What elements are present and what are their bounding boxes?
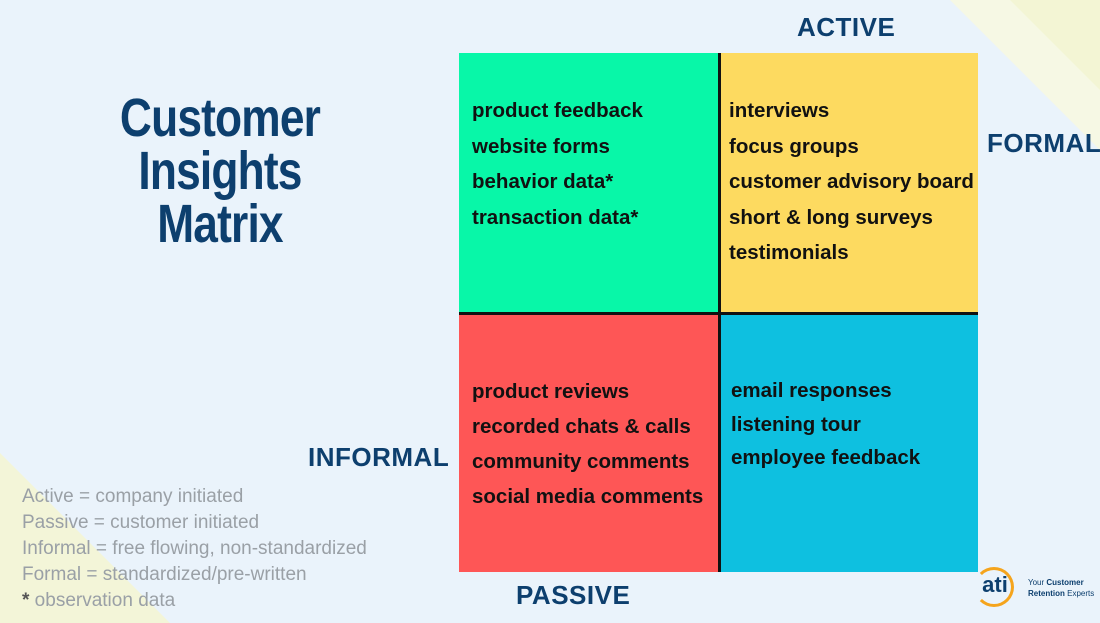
quadrant-item-list: product reviews recorded chats & calls c… (472, 374, 703, 514)
tagline-bold-2: Retention (1028, 589, 1065, 598)
asterisk-symbol: * (22, 590, 30, 611)
quadrant-item-list: interviews focus groups customer advisor… (729, 93, 974, 271)
legend-active: Active = company initiated (22, 486, 244, 507)
list-item: transaction data* (472, 205, 639, 229)
list-item: website forms (472, 134, 610, 158)
list-item: product reviews (472, 380, 630, 403)
list-item: email responses (731, 379, 892, 402)
axis-label-passive: PASSIVE (516, 580, 631, 610)
horizontal-divider (459, 312, 978, 315)
list-item: interviews (729, 99, 830, 122)
company-logo: ati Your Customer Retention Experts (972, 566, 1094, 610)
legend-formal: Formal = standardized/pre-written (22, 564, 307, 585)
page-title: Customer Insights Matrix (97, 88, 343, 254)
list-item: focus groups (729, 134, 859, 158)
legend-informal: Informal = free flowing, non-standardize… (22, 538, 367, 559)
quadrant-active-informal: product feedback website forms behavior … (459, 53, 719, 313)
list-item: product feedback (472, 99, 643, 122)
list-item: social media comments (472, 485, 704, 508)
tagline-suffix: Experts (1064, 589, 1095, 598)
tagline-prefix: Your (1028, 578, 1047, 587)
list-item: employee feedback (731, 446, 921, 469)
legend-observation-text: observation data (29, 590, 176, 611)
quadrant-active-formal: interviews focus groups customer advisor… (719, 53, 978, 313)
quadrant-passive-informal: product reviews recorded chats & calls c… (459, 313, 719, 572)
quadrant-item-list: email responses listening tour employee … (731, 374, 920, 475)
legend: Active = company initiated Passive = cus… (22, 484, 367, 614)
logo-ring-icon (974, 567, 1014, 607)
title-line-3: Matrix (157, 194, 283, 254)
axis-label-informal: INFORMAL (308, 442, 450, 472)
list-item: testimonials (729, 241, 849, 264)
list-item: customer advisory board (729, 170, 974, 193)
logo-mark: ati (982, 572, 1008, 597)
axis-label-active: ACTIVE (797, 12, 896, 42)
axis-label-formal: FORMAL (987, 128, 1100, 158)
corner-decoration-bottom-left (0, 453, 170, 623)
tagline-bold-1: Customer (1046, 578, 1084, 587)
list-item: community comments (472, 450, 690, 473)
list-item: short & long surveys (729, 205, 933, 229)
quadrant-item-list: product feedback website forms behavior … (472, 93, 643, 235)
logo-tagline: Your Customer Retention Experts (1028, 577, 1094, 599)
title-line-2: Insights (138, 141, 302, 201)
insights-matrix: product feedback website forms behavior … (459, 53, 978, 572)
title-line-1: Customer (119, 88, 321, 148)
list-item: behavior data* (472, 170, 614, 193)
list-item: recorded chats & calls (472, 415, 691, 438)
list-item: listening tour (731, 412, 861, 436)
quadrant-passive-formal: email responses listening tour employee … (719, 313, 978, 572)
corner-decoration-top-right-inner (1010, 0, 1100, 90)
legend-observation: * observation data (22, 588, 367, 614)
legend-passive: Passive = customer initiated (22, 512, 260, 533)
